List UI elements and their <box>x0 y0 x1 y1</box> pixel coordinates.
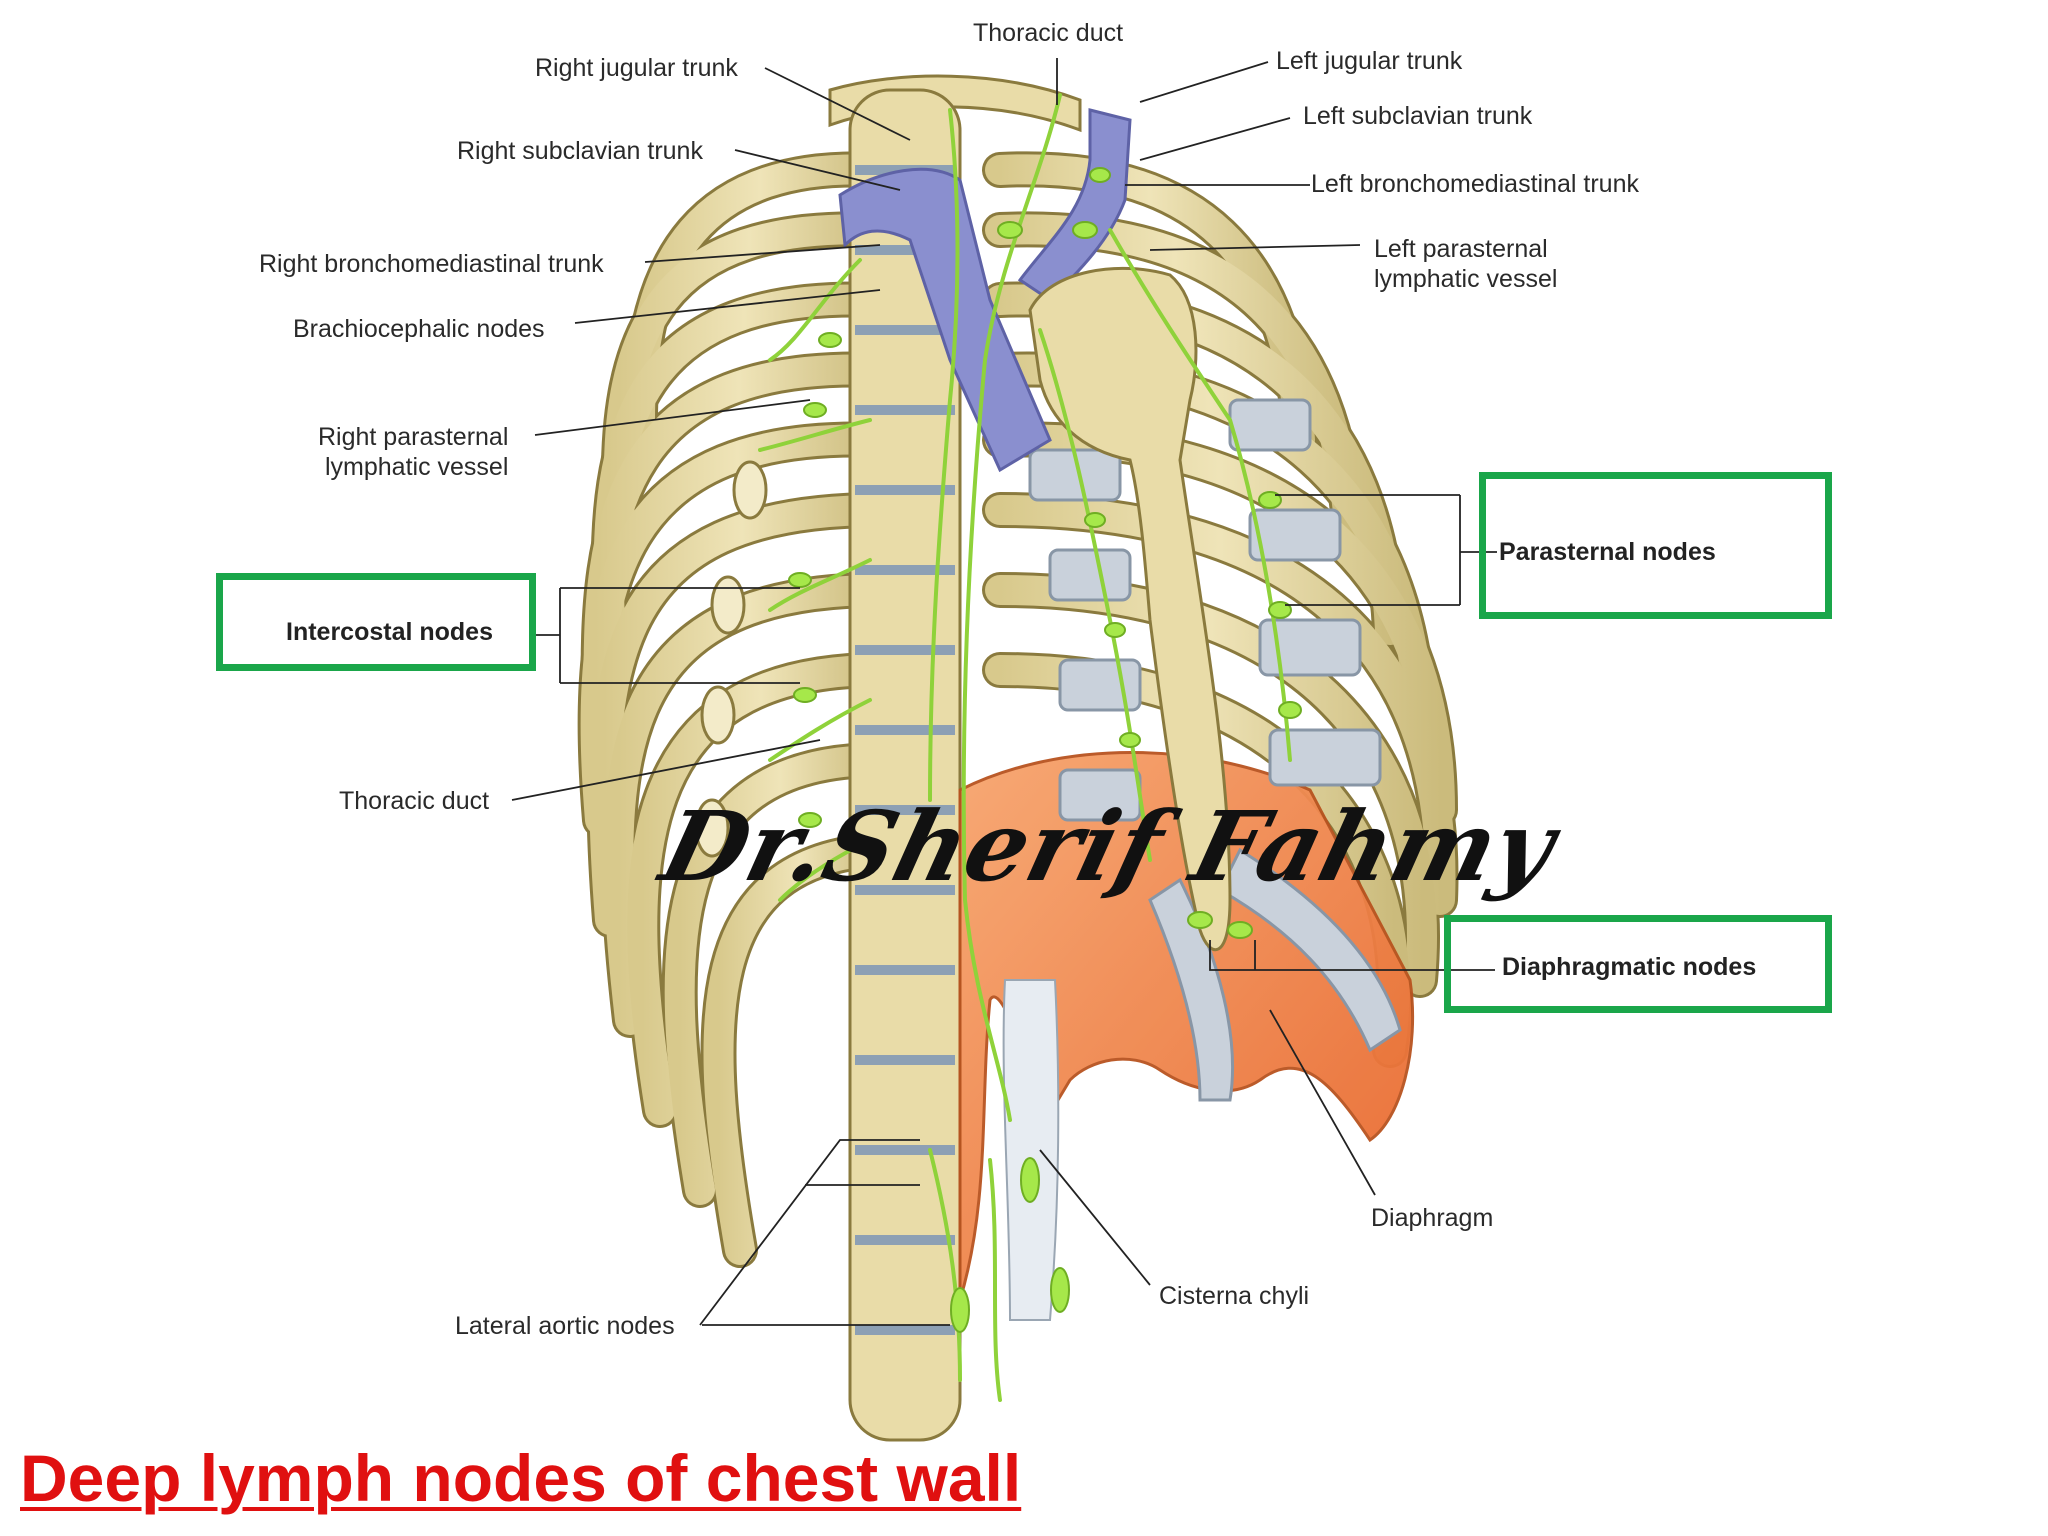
label-brachiocephalic-nodes: Brachiocephalic nodes <box>293 315 545 343</box>
veins <box>838 108 1132 473</box>
label-thoracic-duct-top: Thoracic duct <box>973 19 1124 47</box>
label-right-subclavian-trunk: Right subclavian trunk <box>457 137 703 165</box>
highlight-box-diaphragmatic <box>1444 915 1832 1013</box>
lymph-nodes <box>788 167 1302 1333</box>
leader-lines <box>511 58 1497 1326</box>
label-left-bronchomediastinal-trunk: Left bronchomediastinal trunk <box>1311 170 1639 198</box>
watermark-signature: Dr.Sherif Fahmy <box>650 790 1567 903</box>
aorta-strip <box>1002 979 1060 1321</box>
label-left-jugular-trunk: Left jugular trunk <box>1276 47 1463 75</box>
label-parasternal-nodes: Parasternal nodes <box>1499 538 1716 566</box>
label-cisterna-chyli: Cisterna chyli <box>1159 1282 1310 1310</box>
label-diaphragm: Diaphragm <box>1371 1204 1494 1232</box>
label-diaphragmatic-nodes: Diaphragmatic nodes <box>1502 953 1757 981</box>
label-left-subclavian-trunk: Left subclavian trunk <box>1303 102 1533 130</box>
highlight-box-intercostal <box>216 573 536 671</box>
label-lateral-aortic-nodes: Lateral aortic nodes <box>455 1312 675 1340</box>
label-thoracic-duct-mid: Thoracic duct <box>339 787 490 815</box>
label-right-jugular-trunk: Right jugular trunk <box>535 54 738 82</box>
label-right-parasternal-vessel: Right parasternal lymphatic vessel <box>318 422 508 482</box>
label-left-parasternal-line2: lymphatic vessel <box>1374 265 1558 293</box>
sternum <box>1028 266 1232 951</box>
page-title: Deep lymph nodes of chest wall <box>20 1441 1022 1515</box>
label-intercostal-nodes: Intercostal nodes <box>286 618 493 646</box>
label-right-parasternal-line1: Right parasternal <box>318 423 509 451</box>
label-right-bronchomediastinal-trunk: Right bronchomediastinal trunk <box>259 250 604 278</box>
label-left-parasternal-vessel: Left parasternal lymphatic vessel <box>1374 234 1557 294</box>
vertebral-column <box>848 88 962 1442</box>
label-right-parasternal-line2: lymphatic vessel <box>324 453 509 481</box>
highlight-box-parasternal <box>1479 472 1832 619</box>
label-left-parasternal-line1: Left parasternal <box>1374 235 1548 263</box>
